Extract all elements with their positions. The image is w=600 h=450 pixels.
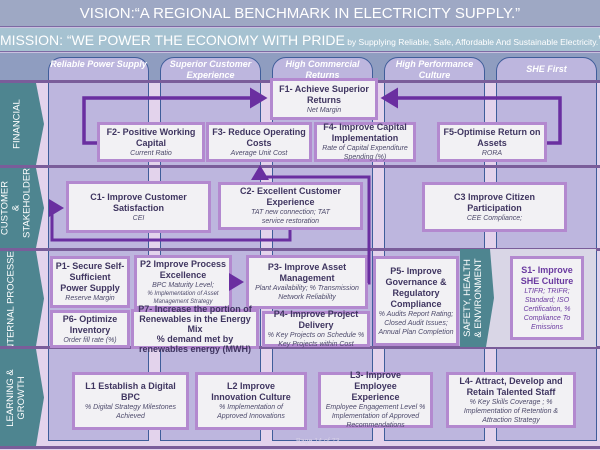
objective-measure: Plant Availability; % Transmission Netwo… (255, 285, 359, 301)
objective-measure: LTIFR; TRIFR; Standard; ISO Certificatio… (523, 287, 571, 331)
objective-title: P6- Optimize Inventory (62, 313, 118, 335)
objective-p2[interactable]: P2 Improve Process Excellence BPC Maturi… (134, 255, 232, 309)
objective-l2[interactable]: L2 Improve Innovation Culture % Implemen… (195, 372, 307, 430)
objective-measure: Order fill rate (%) (63, 336, 117, 344)
objective-measure: % Key Projects on Schedule % Key Project… (267, 332, 365, 348)
objective-measure: Net Margin (306, 106, 342, 114)
objective-title: P4- Improve Project Delivery (273, 309, 359, 330)
objective-measure: % Digital Strategy Milestones Achieved (84, 404, 177, 420)
objective-measure: BPC Maturity Level; (152, 281, 214, 289)
objective-title: C3 Improve Citizen Participation (453, 191, 536, 213)
objective-l3[interactable]: L3- Improve Employee Experience Employee… (318, 370, 433, 429)
objective-l4[interactable]: L4- Attract, Develop and Retain Talented… (446, 372, 576, 428)
objective-p6[interactable]: P6- Optimize Inventory Order fill rate (… (50, 310, 130, 348)
objective-title: L2 Improve Innovation Culture (211, 381, 291, 402)
objective-title: L1 Establish a Digital BPC (85, 381, 176, 402)
objective-measure: % Audits Report Rating; Closed Audit Iss… (378, 310, 454, 336)
theme-title: Reliable Power Supply (50, 59, 147, 69)
row-divider (0, 346, 600, 349)
row-divider (0, 446, 600, 449)
mission-banner: MISSION: “WE POWER THE ECONOMY WITH PRID… (0, 28, 600, 52)
objective-title: S1- Improve SHE Culture (520, 264, 574, 286)
objective-title: F5-Optimise Return on Assets (443, 126, 541, 148)
objective-measure: CEE Compliance; (466, 214, 523, 222)
objective-title: L3- Improve Employee Experience (349, 370, 401, 402)
perspective-label: SAFETY, HEALTH & ENVIRONMENT (462, 258, 484, 338)
objective-c3[interactable]: C3 Improve Citizen Participation CEE Com… (422, 182, 567, 232)
objective-f2[interactable]: F2- Positive Working Capital Current Rat… (97, 122, 205, 162)
mission-sub: by Supplying Reliable, Safe, Affordable … (344, 37, 599, 47)
objective-measure: CEI (132, 214, 145, 222)
mission-close: ” (598, 32, 600, 48)
theme-title: High Performance Culture (395, 59, 474, 80)
perspective-financial: FINANCIAL (0, 83, 44, 165)
objective-title: F3- Reduce Operating Costs (212, 126, 306, 148)
perspective-customer: CUSTOMER & STAKEHOLDER (0, 168, 44, 248)
objective-f4[interactable]: F4- Improve Capital Implementation Rate … (314, 122, 416, 162)
perspective-label: CUSTOMER & STAKEHOLDER (0, 167, 33, 238)
perspective-she: SAFETY, HEALTH & ENVIRONMENT (460, 249, 494, 347)
objective-p3[interactable]: P3- Improve Asset Management Plant Avail… (246, 255, 368, 309)
objective-s1[interactable]: S1- Improve SHE Culture LTIFR; TRIFR; St… (510, 256, 584, 340)
objective-title: F1- Achieve Superior Returns (279, 83, 369, 105)
objective-measure: % Implementation of Approved Innovations (217, 404, 285, 420)
objective-measure: % demand met by renewables energy (MWH) (138, 334, 252, 354)
row-divider (0, 165, 600, 168)
objective-title: C2- Excellent Customer Experience (239, 186, 342, 207)
objective-p5[interactable]: P5- Improve Governance & Regulatory Comp… (373, 256, 459, 346)
vision-banner: VISION:“A REGIONAL BENCHMARK IN ELECTRIC… (0, 0, 600, 27)
objective-measure-2: % Implementation of Asset Management Str… (147, 290, 219, 305)
objective-c1[interactable]: C1- Improve Customer Satisfaction CEI (66, 181, 211, 233)
objective-p4[interactable]: P4- Improve Project Delivery % Key Proje… (262, 309, 370, 348)
objective-f5[interactable]: F5-Optimise Return on Assets RORA (437, 122, 547, 162)
objective-title: P5- Improve Governance & Regulatory Comp… (385, 265, 447, 309)
objective-title: F2- Positive Working Capital (106, 126, 196, 148)
objective-l1[interactable]: L1 Establish a Digital BPC % Digital Str… (72, 372, 189, 430)
theme-title: SHE First (526, 64, 567, 74)
objective-title: P3- Improve Asset Management (267, 262, 347, 283)
objective-title: P1- Secure Self-Sufficient Power Supply (55, 261, 125, 293)
objective-measure: Reserve Margin (65, 295, 115, 302)
objective-c2[interactable]: C2- Excellent Customer Experience TAT ne… (218, 182, 363, 230)
theme-title: High Commercial Returns (285, 59, 360, 80)
objective-f1[interactable]: F1- Achieve Superior Returns Net Margin (270, 78, 378, 120)
objective-measure: Current Ratio (130, 149, 172, 157)
objective-measure: RORA (481, 149, 503, 157)
objective-p1[interactable]: P1- Secure Self-Sufficient Power Supply … (50, 256, 130, 308)
objective-title: F4- Improve Capital Implementation (323, 122, 407, 143)
perspective-internal: INTERNAL PROCESSES (0, 251, 44, 346)
theme-title: Superior Customer Experience (169, 59, 252, 80)
perspective-learning: LEARNING & GROWTH (0, 349, 44, 446)
objective-title: C1- Improve Customer Satisfaction (90, 191, 187, 213)
perspective-label: INTERNAL PROCESSES (5, 244, 17, 353)
mission-main: MISSION: “WE POWER THE ECONOMY WITH PRID… (0, 32, 345, 48)
objective-measure: Average Unit Cost (230, 149, 288, 157)
objective-measure: Employee Engagement Level % Implementati… (325, 404, 426, 429)
objective-title: P7- Increase the portion of Renewables i… (138, 304, 252, 334)
page-number: Page 14 of 73 (296, 438, 340, 445)
objective-p7[interactable]: P7- Increase the portion of Renewables i… (131, 304, 259, 354)
perspective-label: LEARNING & GROWTH (5, 368, 27, 427)
objective-measure: Rate of Capital Expenditure Spending (%) (322, 145, 408, 161)
objective-f3[interactable]: F3- Reduce Operating Costs Average Unit … (206, 122, 312, 162)
objective-measure: TAT new connection; TAT service restorat… (251, 209, 330, 225)
perspective-label: FINANCIAL (11, 99, 23, 149)
objective-measure: % Key Skills Coverage ; % Implementation… (463, 398, 559, 424)
objective-title: P2 Improve Process Excellence (139, 258, 227, 280)
objective-title: L4- Attract, Develop and Retain Talented… (459, 375, 563, 397)
